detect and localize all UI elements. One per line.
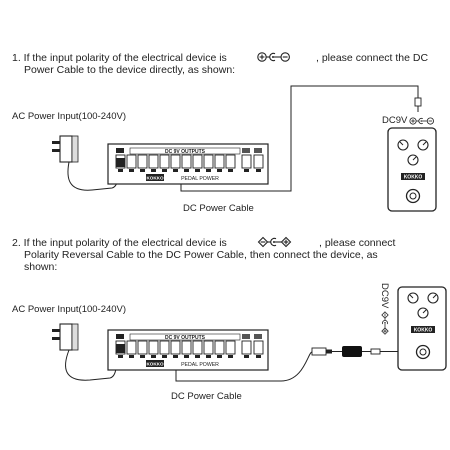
- section2-pedal-voltage-label: DC9V: [379, 283, 390, 309]
- section1-pedal-voltage-label: DC9V: [382, 115, 408, 126]
- power-unit-1-title: DC 9V OUTPUTS: [165, 149, 206, 155]
- pedal-2-polarity-icon: [381, 311, 389, 335]
- section2-intro-line1: 2. If the input polarity of the electric…: [12, 237, 227, 249]
- section1-intro-line1: 1. If the input polarity of the electric…: [12, 52, 227, 64]
- polarity-reversal-cable: [342, 346, 362, 357]
- section1-intro-line2: Power Cable to the device directly, as s…: [24, 64, 236, 76]
- section1-ac-power-label: AC Power Input(100-240V): [12, 111, 127, 122]
- ac-adapter-2: [51, 323, 117, 381]
- section2-intro-line3: shown:: [24, 261, 58, 273]
- pedal-2-brand: KOKKO: [414, 328, 433, 334]
- section2-intro-line2: Polarity Reversal Cable to the DC Power …: [24, 249, 378, 261]
- negative-center-polarity-icon: [257, 236, 292, 248]
- section2-ac-power-label: AC Power Input(100-240V): [12, 304, 127, 315]
- dc-power-cable-1: [180, 85, 419, 192]
- power-unit-1-name: PEDAL POWER: [181, 176, 219, 182]
- dc-plug-1: [414, 97, 422, 107]
- power-unit-2-name: PEDAL POWER: [181, 362, 219, 368]
- positive-center-polarity-icon: [257, 52, 290, 62]
- section2-intro-line1-end: , please connect: [319, 237, 396, 249]
- section2-pedal-voltage: DC9V: [379, 283, 390, 335]
- power-unit-2-title: DC 9V OUTPUTS: [165, 335, 206, 341]
- section2-dc-cable-label: DC Power Cable: [171, 391, 242, 402]
- pedal-1-brand: KOKKO: [404, 175, 423, 181]
- section1-dc-cable-label: DC Power Cable: [183, 203, 254, 214]
- section1-intro-line1-end: , please connect the DC: [316, 52, 429, 64]
- pedal-1-polarity-icon: [409, 117, 434, 125]
- power-unit-2-brand: KOKKO: [146, 362, 164, 367]
- pedal-1: KOKKO: [387, 127, 437, 212]
- pedal-2: KOKKO: [397, 286, 447, 371]
- power-unit-1-brand: KOKKO: [146, 176, 164, 181]
- power-unit-2: DC 9V OUTPUTS KOKKO PEDAL POWER: [107, 329, 269, 371]
- power-unit-1: DC 9V OUTPUTS KOKKO PEDAL POWER: [107, 143, 269, 185]
- dc-power-cable-2: [175, 351, 313, 382]
- dc-plug-2: [311, 347, 327, 356]
